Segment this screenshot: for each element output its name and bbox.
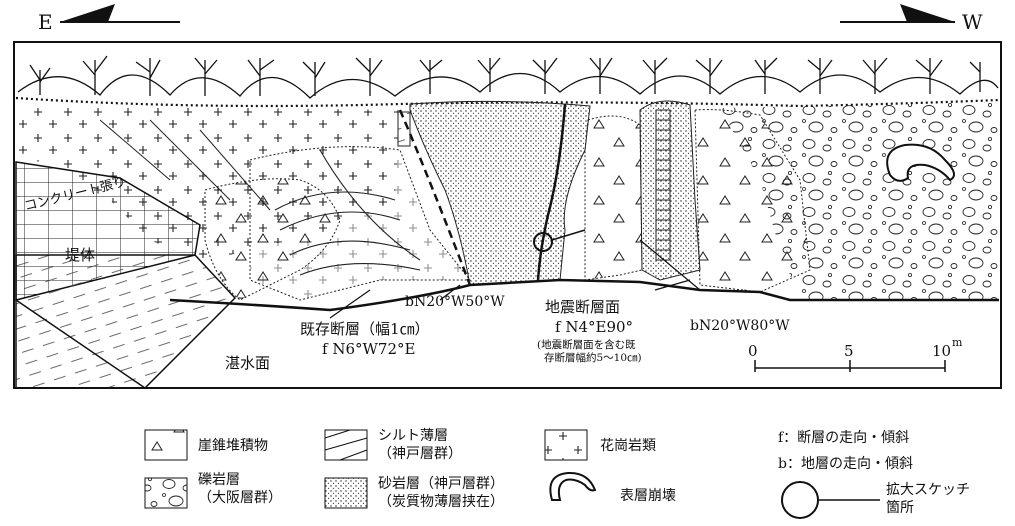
surface-slump — [886, 143, 955, 182]
vegetation — [17, 55, 999, 99]
legend-conglomerate-1: 礫岩層 — [198, 472, 240, 488]
sketch-location-marker — [533, 232, 553, 252]
embankment — [15, 161, 237, 389]
legend-sandstone-2: （炭質物薄層挟在） — [378, 494, 504, 510]
quake-fault-title: 地震断層面 — [545, 298, 621, 316]
legend-f-def: f：断層の走向・傾斜 — [778, 430, 910, 446]
east-label: E — [38, 10, 53, 34]
quake-fault-note-2: 存断層幅約5～10㎝) — [544, 352, 642, 364]
legend-sandstone-1: 砂岩層（神戸層群） — [378, 476, 504, 492]
sandstone-zone — [409, 100, 591, 286]
legend-granite: 花崗岩類 — [600, 438, 656, 454]
scale-bar — [754, 360, 946, 372]
bedding-label-2: bN20°W80°W — [690, 318, 790, 334]
scale-tick-5: 5 — [844, 342, 854, 360]
legend-sketch-2: 箇所 — [886, 500, 914, 516]
ground-surface-line — [169, 278, 999, 312]
legend-silt-2: （神戸層群） — [378, 446, 462, 462]
quake-fault-strike: f N4°E90° — [555, 318, 634, 336]
legend-conglomerate-2: （大阪層群） — [198, 490, 282, 506]
scale-tick-0: 0 — [748, 342, 758, 360]
silt-zone — [249, 146, 472, 301]
scale-tick-10: 10 — [932, 342, 952, 360]
legend-silt-1: シルト薄層 — [378, 428, 448, 444]
east-arrow — [60, 4, 180, 23]
quake-fault-line — [536, 103, 567, 281]
bedding-strip — [655, 109, 671, 261]
existing-fault-title: 既存断層（幅1㎝） — [300, 320, 430, 338]
legend-slump: 表層崩壊 — [620, 488, 676, 504]
embankment-label: 堤体 — [65, 246, 96, 264]
scale-unit: m — [952, 336, 963, 349]
legend-b-def: b：地層の走向・傾斜 — [778, 456, 913, 472]
existing-fault-strike: f N6°W72°E — [322, 340, 416, 358]
quake-fault-note-1: (地震断層面を含む既 — [537, 339, 636, 351]
legend-symbols — [144, 429, 880, 519]
legend-sketch-1: 拡大スケッチ — [886, 482, 970, 498]
bedding-label-1: bN20°W50°W — [405, 294, 505, 310]
soil-line — [15, 96, 1000, 108]
talus-middle — [584, 115, 643, 281]
section-frame — [13, 41, 1002, 389]
west-label: W — [962, 10, 983, 34]
legend-talus: 崖錐堆積物 — [198, 438, 268, 454]
west-arrow — [840, 4, 955, 23]
water-surface-label: 湛水面 — [225, 354, 271, 372]
